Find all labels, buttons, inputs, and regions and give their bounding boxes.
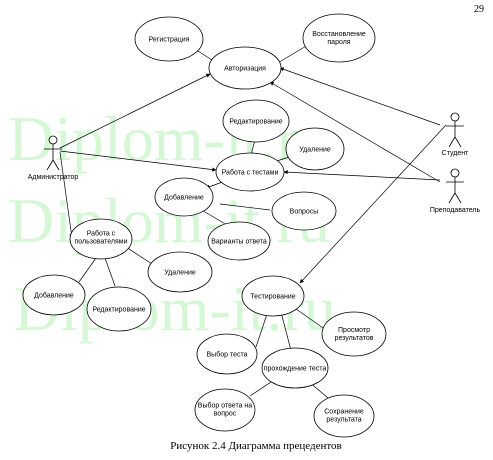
adding-tests-label: Добавление (164, 194, 204, 202)
actor-student: Студент (442, 112, 469, 157)
student-label: Студент (442, 150, 469, 157)
student-stick-figure-icon (446, 112, 464, 148)
teacher-stick-figure-icon (446, 168, 464, 204)
teacher-label: Преподаватель (430, 207, 481, 214)
use-case-deletion-tests: Удаление (285, 127, 345, 171)
edge-testing-results (295, 308, 327, 331)
use-case-work-with-tests: Работа с тестами (215, 152, 285, 192)
use-case-choose-answer: Выбор ответа на вопрос (194, 388, 256, 432)
actor-teacher: Преподаватель (430, 168, 481, 214)
actor-admin: Администратор (28, 135, 79, 181)
edge-adding-questions (219, 203, 271, 211)
edge-testing-choose (255, 310, 269, 348)
editing-tests-label: Редактирование (229, 119, 282, 126)
testing-label: Тестирование (250, 294, 295, 301)
password-recovery-label-1: Восстановление (312, 31, 366, 38)
view-results-label-1: Просмотр (338, 327, 370, 334)
use-case-choose-test: Выбор теста (196, 333, 258, 375)
choose-answer-label-2: вопрос (214, 411, 237, 418)
deletion-tests-label: Удаление (299, 147, 331, 154)
registration-label: Регистрация (149, 37, 190, 44)
edge-users-editing (104, 257, 116, 287)
edge-admin-tests (59, 150, 217, 172)
use-case-registration: Регистрация (134, 16, 204, 62)
adding-users-label: Добавление (34, 292, 74, 300)
save-result-label-1: Сохранение (324, 409, 364, 416)
work-with-users-label-1: Работа с (87, 230, 116, 238)
figure-caption: Рисунок 2.4 Диаграмма прецедентов (170, 440, 341, 452)
work-with-users-label-2: пользователями (74, 239, 127, 246)
edge-teacher-authorization (269, 81, 441, 183)
use-case-deletion-users: Удаление (147, 251, 213, 293)
edge-admin-users (59, 151, 74, 239)
edge-admin-authorization (59, 73, 211, 149)
authorization-label: Авторизация (224, 66, 266, 73)
choose-answer-label-1: Выбор ответа на (198, 402, 253, 410)
choose-test-label: Выбор теста (207, 351, 248, 359)
edge-student-authorization (279, 67, 441, 126)
view-results-label-2: результатов (335, 335, 374, 342)
answer-options-label: Варианты ответа (211, 239, 267, 246)
admin-label: Администратор (28, 174, 79, 181)
use-case-view-results: Просмотр результатов (321, 311, 387, 357)
page-number: 29 (474, 4, 484, 15)
use-case-adding-users: Добавление (22, 274, 86, 316)
use-case-save-result: Сохранение результата (313, 394, 375, 438)
edge-users-deletion (125, 246, 153, 265)
questions-label: Вопросы (290, 209, 319, 216)
save-result-label-2: результата (326, 417, 361, 424)
edge-users-adding (78, 257, 97, 283)
edge-student-testing (299, 124, 447, 284)
use-case-taking-test: прохождение теста (261, 347, 329, 389)
edge-taking-answer (249, 379, 275, 397)
use-case-work-with-users: Работа с пользователями (69, 218, 133, 260)
editing-users-label: Редактирование (92, 307, 145, 314)
taking-test-label: прохождение теста (264, 366, 327, 373)
use-case-adding-tests: Добавление (154, 177, 214, 217)
use-case-editing-users: Редактирование (86, 286, 152, 332)
use-case-authorization: Авторизация (208, 46, 282, 90)
use-case-questions: Вопросы (271, 191, 337, 231)
use-case-answer-options: Варианты ответа (207, 221, 271, 261)
use-case-testing: Тестирование (241, 275, 305, 317)
password-recovery-label-2: пароля (327, 39, 350, 46)
deletion-users-label: Удаление (164, 270, 196, 277)
use-case-password-recovery: Восстановление пароля (302, 13, 376, 63)
work-with-tests-label: Работа с тестами (222, 169, 279, 177)
admin-stick-figure-icon (44, 135, 62, 171)
use-case-editing-tests: Редактирование (222, 99, 290, 143)
edge-teacher-tests (283, 170, 441, 181)
